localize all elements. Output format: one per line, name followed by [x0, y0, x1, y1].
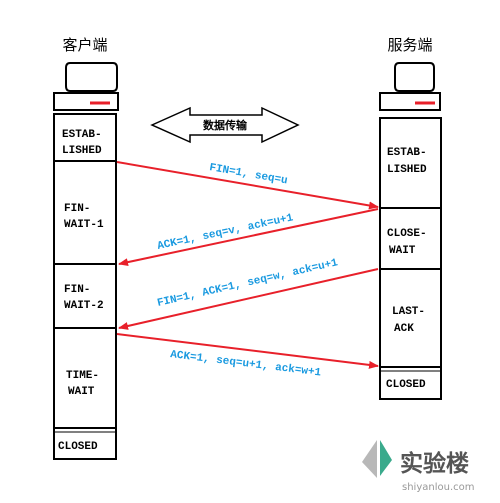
- server-state-established-line1: ESTAB-: [387, 147, 427, 159]
- client-title: 客户端: [62, 36, 107, 54]
- watermark: 实验楼 shiyanlou.com: [362, 440, 474, 493]
- message-label-fin: FIN=1, seq=u: [208, 162, 288, 187]
- client-state-established-line2: LISHED: [62, 145, 102, 157]
- client-state-time-wait-line2: WAIT: [68, 386, 95, 398]
- server-state-close-wait-line2: WAIT: [389, 245, 416, 257]
- message-arrow-fin: [116, 161, 379, 210]
- server-state-closed: CLOSED: [386, 379, 426, 391]
- client-state-column: [53, 113, 117, 460]
- data-transfer-label: 数据传输: [203, 118, 248, 132]
- server-computer-icon: [379, 62, 441, 111]
- server-title: 服务端: [387, 36, 432, 54]
- message-label-ack: ACK=1, seq=v, ack=u+1: [156, 212, 294, 253]
- shiyanlou-logo-icon: [362, 440, 392, 478]
- message-arrow-final-ack: [116, 333, 379, 369]
- server-state-close-wait-line1: CLOSE-: [387, 228, 427, 240]
- client-state-fin-wait-1-line2: WAIT-1: [64, 219, 104, 231]
- message-label-final-ack: ACK=1, seq=u+1, ack=w+1: [170, 349, 323, 379]
- client-computer-icon: [53, 62, 119, 111]
- server-state-last-ack-line1: LAST-: [392, 306, 425, 318]
- client-state-fin-wait-2-line2: WAIT-2: [64, 300, 104, 312]
- data-transfer-arrow: 数据传输: [150, 106, 300, 144]
- message-arrow-ack: [118, 208, 379, 267]
- client-state-time-wait-line1: TIME-: [66, 370, 99, 382]
- watermark-brand: 实验楼: [400, 450, 469, 477]
- watermark-site: shiyanlou.com: [402, 482, 474, 493]
- server-state-column: [379, 117, 442, 400]
- client-state-established-line1: ESTAB-: [62, 129, 102, 141]
- server-state-established-line2: LISHED: [387, 164, 427, 176]
- client-state-fin-wait-1-line1: FIN-: [64, 203, 90, 215]
- client-state-fin-wait-2-line1: FIN-: [64, 284, 90, 296]
- client-state-closed: CLOSED: [58, 441, 98, 453]
- server-state-last-ack-line2: ACK: [394, 323, 414, 335]
- message-arrow-fin-ack: [118, 268, 379, 330]
